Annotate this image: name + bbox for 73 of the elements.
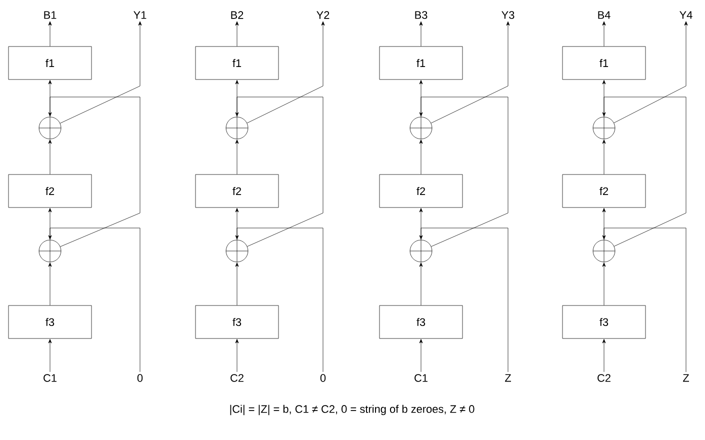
- arrow: [602, 140, 606, 174]
- signal-label: Y4: [680, 11, 692, 19]
- arrow: [60, 21, 142, 124]
- arrow: [235, 21, 239, 46]
- arrow: [602, 262, 606, 306]
- xor-symbol: [410, 116, 432, 140]
- signal-label: Y2: [316, 11, 330, 19]
- arrow: [48, 339, 52, 372]
- signal-label: C1: [414, 374, 428, 382]
- arrow: [430, 21, 510, 124]
- arrow: [48, 140, 52, 174]
- arrow: [419, 339, 423, 372]
- caption: |Ci| = |Z| = b, C1 ≠ C2, 0 = string of b zeroes, Z ≠ 0: [230, 404, 474, 416]
- signal-label: C2: [598, 374, 610, 382]
- function-box: f1: [8, 46, 92, 80]
- signal-label: Z: [683, 374, 689, 382]
- function-box: f1: [562, 46, 646, 80]
- arrow: [48, 228, 140, 372]
- arrow: [48, 80, 52, 117]
- xor-symbol: [38, 116, 62, 140]
- function-box: f3: [379, 305, 463, 339]
- signal-label: B3: [415, 11, 428, 19]
- arrow: [602, 80, 606, 117]
- arrow: [419, 140, 423, 174]
- xor-symbol: [226, 116, 248, 140]
- arrow: [419, 80, 423, 117]
- xor-symbol: [226, 240, 248, 262]
- function-box: f1: [195, 46, 279, 80]
- signal-label: Z: [505, 374, 511, 382]
- arrow: [235, 262, 239, 306]
- arrow: [235, 208, 239, 240]
- xor-symbol: [410, 240, 432, 262]
- function-box: f3: [562, 305, 646, 339]
- arrow: [602, 339, 606, 372]
- arrow: [48, 96, 140, 247]
- signal-label: Y3: [502, 11, 514, 19]
- function-box: f2: [195, 174, 279, 208]
- arrow: [235, 339, 239, 372]
- arrow: [602, 208, 606, 240]
- arrow: [235, 96, 324, 247]
- xor-symbol: [592, 116, 616, 140]
- arrow: [614, 21, 688, 124]
- function-box: f2: [8, 174, 92, 208]
- function-box: f2: [379, 174, 463, 208]
- arrow: [48, 21, 52, 46]
- arrow: [419, 21, 423, 46]
- arrow: [235, 228, 324, 372]
- xor-symbol: [38, 240, 62, 262]
- arrow: [419, 96, 508, 247]
- arrow: [419, 262, 423, 306]
- function-box: f2: [562, 174, 646, 208]
- signal-label: B1: [44, 11, 56, 19]
- arrow: [419, 228, 508, 372]
- arrow: [235, 140, 239, 174]
- signal-label: C2: [230, 374, 244, 382]
- arrow: [602, 96, 686, 246]
- arrow: [602, 21, 606, 46]
- signal-label: B2: [231, 11, 244, 19]
- function-box: f3: [8, 305, 92, 339]
- arrow: [246, 21, 325, 124]
- signal-label: 0: [137, 374, 143, 382]
- arrow: [602, 228, 686, 372]
- function-box: f3: [195, 305, 279, 339]
- arrow: [48, 208, 52, 240]
- signal-label: Y1: [134, 11, 146, 19]
- function-box: f1: [379, 46, 463, 80]
- arrow: [419, 208, 423, 240]
- signal-label: 0: [320, 374, 326, 382]
- arrow: [48, 262, 52, 306]
- xor-symbol: [592, 240, 616, 262]
- arrow: [235, 80, 239, 117]
- signal-label: C1: [44, 374, 56, 382]
- signal-label: B4: [598, 11, 610, 19]
